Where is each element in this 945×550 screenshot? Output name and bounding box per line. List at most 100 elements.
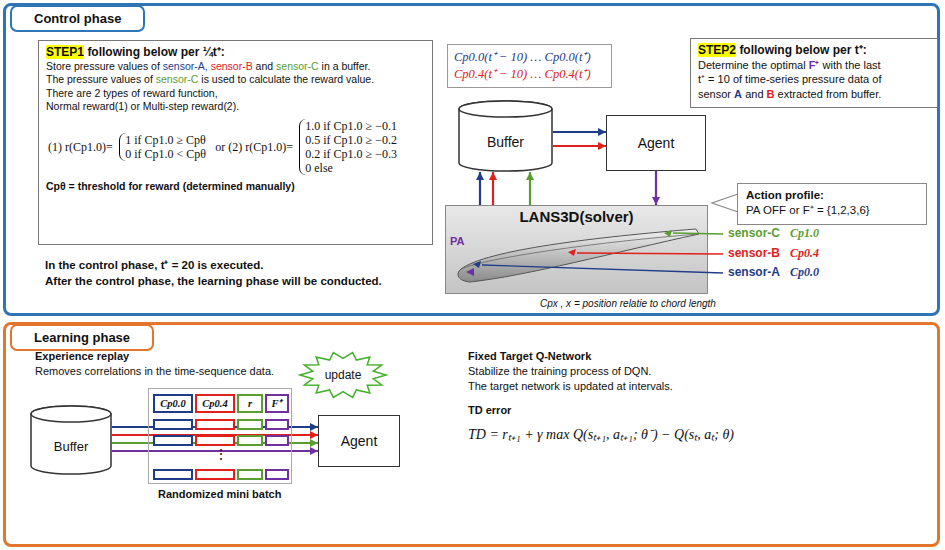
- note-label: Stabilize the training process of DQN.: [468, 365, 651, 377]
- empty-cell: [237, 435, 263, 446]
- node-text: F⁺: [809, 59, 820, 71]
- node-text: Buffer: [487, 134, 524, 150]
- node-text: Action profile:: [746, 189, 824, 201]
- node-text: 0.2 if Cp1.0 ≥ −0.3: [305, 147, 397, 161]
- node-text: 0 if Cp1.0 < Cpθ: [125, 147, 209, 161]
- note-label: TD error: [468, 404, 511, 416]
- text-line: Cpθ = threshold for reward (determined m…: [46, 180, 425, 194]
- solver-box: LANS3D(solver): [445, 205, 708, 294]
- node-text: Cp0.4(t⁺ − 10) … Cp0.4(t⁺): [454, 67, 591, 81]
- buffer-cylinder: Buffer: [458, 100, 553, 172]
- node-text: is used to calculate the reward value.: [201, 73, 374, 85]
- step1-box: STEP1following below per ¼t⁺:Store press…: [38, 40, 433, 245]
- empty-cell: [265, 419, 289, 430]
- note-label: sensor-C: [728, 226, 780, 240]
- note-label: In the control phase, t⁺ = 20 is execute…: [45, 257, 263, 272]
- node-text: sensor-C: [156, 73, 199, 85]
- note-label: The target network is updated at interva…: [468, 380, 673, 392]
- text-line: (1) r(Cp1.0)= 1 if Cp1.0 ≥ Cpθ0 if Cp1.0 …: [48, 119, 425, 175]
- sequence-box: Cp0.0(t⁺ − 10) … Cp0.0(t⁺) Cp0.4(t⁺ − 10)…: [447, 44, 612, 88]
- note-label: After the control phase, the learning ph…: [45, 275, 382, 287]
- node-text: (1) r(Cp1.0)=: [48, 140, 113, 154]
- node-text: Agent: [341, 433, 378, 449]
- connector-arrow: [529, 172, 531, 205]
- node-text: Cp0.0(t⁺ − 10) … Cp0.0(t⁺): [454, 50, 591, 64]
- text-line: sensorAandBextracted from buffer.: [698, 87, 930, 102]
- node-text: 1.0 if Cp1.0 ≥ −0.1: [305, 119, 397, 133]
- empty-cell: [237, 469, 263, 480]
- update-starburst: update: [300, 352, 386, 398]
- text-line: Determine the optimalF⁺with the last: [698, 58, 930, 73]
- note-label: PA: [450, 235, 464, 247]
- node-text: update: [325, 368, 362, 382]
- note-label: Cp1.0: [790, 226, 819, 241]
- node-text: Agent: [638, 135, 675, 151]
- agent-box: Agent: [606, 115, 706, 171]
- note-label: Fixed Target Q-Network: [468, 350, 591, 362]
- node-text: There are 2 types of reward function,: [46, 87, 218, 99]
- note-label: Cp0.0: [790, 265, 819, 280]
- node-text: or (2) r(Cp1.0)=: [215, 140, 293, 154]
- node-text: and: [745, 88, 763, 100]
- note-label: sensor-A: [728, 265, 780, 279]
- node-text: PA OFF or F⁺ = {1,2,3,6}: [746, 204, 870, 216]
- mini-batch-table: Cp0.0Cp0.4rF⁺: [148, 388, 292, 484]
- text-line: There are 2 types of reward function,: [46, 87, 425, 101]
- node-text: in a buffer.: [322, 60, 371, 72]
- node-text: 0 else: [305, 161, 400, 175]
- connector-arrow: [492, 172, 494, 205]
- step2-box: STEP2following below per t⁺:Determine th…: [690, 38, 938, 108]
- node-text: A: [734, 88, 742, 100]
- empty-cell: [153, 469, 193, 480]
- text-line: STEP1following below per ¼t⁺:: [46, 46, 425, 60]
- node-text: Cp0.0: [153, 394, 193, 413]
- buffer-cylinder: Buffer: [30, 405, 112, 475]
- node-text: Store pressure values of: [46, 60, 160, 72]
- node-text: STEP2: [698, 43, 736, 57]
- text-line: The pressure values ofsensor-Cis used to…: [46, 73, 425, 87]
- node-text: and: [256, 60, 274, 72]
- node-text: LANS3D(solver): [446, 208, 707, 225]
- text-line: Store pressure values ofsensor-A,sensor-…: [46, 60, 425, 74]
- node-text: extracted from buffer.: [778, 88, 882, 100]
- empty-cell: [237, 419, 263, 430]
- connector-arrow: [479, 172, 481, 205]
- node-text: STEP1: [46, 45, 84, 59]
- node-text: Normal reward(1) or Multi-step reward(2)…: [46, 100, 239, 112]
- empty-cell: [265, 435, 289, 446]
- node-text: 0.5 if Cp1.0 ≥ −0.2: [305, 133, 397, 147]
- note-label: Randomized mini batch: [158, 488, 281, 500]
- connector-arrow: [655, 171, 657, 205]
- empty-cell: [195, 435, 235, 446]
- note-label: TD = rₜ₊₁ + γ max Q(sₜ₊₁, aₜ₊₁; θ⁻) − Q(…: [468, 424, 734, 443]
- node-text: sensor-B: [211, 60, 253, 72]
- connector-arrow: [553, 145, 606, 147]
- empty-cell: [153, 435, 193, 446]
- connector-arrow: [553, 131, 606, 133]
- node-text: sensor-A,: [163, 60, 208, 72]
- action-profile-box: Action profile: PA OFF or F⁺ = {1,2,3,6}: [737, 183, 927, 225]
- node-text: Cp0.4: [195, 394, 235, 413]
- node-text: Determine the optimal: [698, 59, 806, 71]
- brace-group: 1.0 if Cp1.0 ≥ −0.10.5 if Cp1.0 ≥ −0.20.…: [299, 119, 400, 175]
- node-text: Learning phase: [10, 324, 154, 351]
- node-text: The pressure values of: [46, 73, 153, 85]
- node-text: following below per ¼t⁺:: [87, 45, 224, 59]
- callout-tail: [712, 194, 738, 212]
- empty-cell: [265, 469, 289, 480]
- text-line: t⁺ = 10 of time-series pressure data of: [698, 72, 930, 87]
- empty-cell: [195, 469, 235, 480]
- node-text: sensor: [698, 88, 731, 100]
- node-text: Buffer: [54, 439, 88, 454]
- node-text: following below per t⁺:: [739, 43, 866, 57]
- note-label: Experience replay: [35, 350, 129, 362]
- note-label: Cp0.4: [790, 246, 819, 261]
- node-text: Cpθ = threshold for reward (determined m…: [46, 180, 295, 192]
- note-label: ⋮: [214, 447, 228, 461]
- text-line: Action profile:: [746, 188, 918, 203]
- text-line: Cp0.4(t⁺ − 10) … Cp0.4(t⁺): [454, 66, 605, 83]
- node-text: sensor-C: [276, 60, 319, 72]
- brace-group: 1 if Cp1.0 ≥ Cpθ0 if Cp1.0 < Cpθ: [119, 133, 209, 161]
- text-line: Cp0.0(t⁺ − 10) … Cp0.0(t⁺): [454, 49, 605, 66]
